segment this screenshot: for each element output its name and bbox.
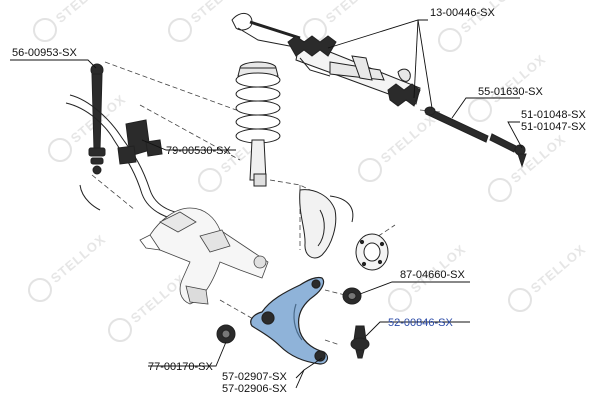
svg-text:STELLOX: STELLOX [128,271,189,326]
watermark-stamp: STELLOX [28,231,109,302]
leader-lines [10,19,523,389]
watermark-stamp: STELLOX [33,0,114,42]
wheel-hub [355,233,389,271]
svg-text:STELLOX: STELLOX [378,111,439,166]
label-ball-joint: 52-00846-SX [388,317,453,329]
ball-joint [350,325,370,359]
label-control-arm-2: 57-02906-SX [222,383,287,395]
label-tie-rod-end-2: 51-01047-SX [521,121,586,133]
coil-spring-strut [235,61,281,187]
label-rear-arm-bushing: 87-04660-SX [400,269,465,281]
lower-control-arm [250,276,329,365]
watermark-stamp: STELLOX [508,241,589,312]
label-control-arm-1: 57-02907-SX [222,371,287,383]
label-tie-rod-end-1: 51-01048-SX [521,109,586,121]
svg-text:STELLOX: STELLOX [323,0,384,26]
svg-text:STELLOX: STELLOX [508,131,569,186]
steering-knuckle [299,189,354,259]
subframe [139,207,269,305]
watermark-stamp: STELLOX [108,271,189,342]
part-labels: 13-00446-SX 56-00953-SX 55-01630-SX 51-0… [12,7,586,395]
inner-tie-rod [424,106,489,143]
steering-rack [231,13,421,107]
stabilizer-link [88,63,106,175]
label-inner-tie-rod: 55-01630-SX [478,86,543,98]
rear-arm-bushing [342,287,362,305]
label-steering-rack: 13-00446-SX [430,7,495,19]
svg-text:STELLOX: STELLOX [528,241,589,296]
tie-rod-end [489,133,527,168]
label-stabilizer-link: 56-00953-SX [12,47,77,59]
watermark-stamp: STELLOX [48,91,129,162]
stabilizer-bushing [117,119,163,165]
label-stabilizer-bushing: 79-00530-SX [166,145,231,157]
svg-text:STELLOX: STELLOX [53,0,114,26]
label-front-arm-bushing: 77-00170-SX [148,361,213,373]
watermark-stamp: STELLOX [358,111,439,182]
front-arm-bushing [216,324,236,344]
svg-text:STELLOX: STELLOX [48,231,109,286]
